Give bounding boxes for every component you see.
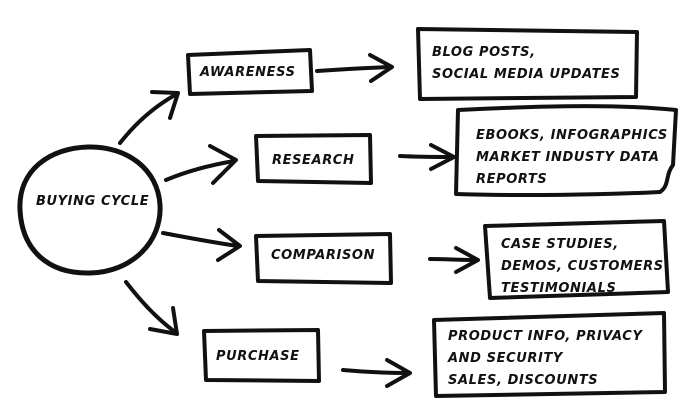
arrow-to-comparison [161, 228, 242, 262]
content-line: TESTIMONIALS [501, 281, 617, 296]
content-line: AND SECURITY [448, 351, 563, 366]
research-box [254, 133, 373, 185]
arrow-awareness-to-content [315, 53, 394, 83]
content-line: CASE STUDIES, [501, 237, 619, 252]
content-line: MARKET INDUSTY DATA [476, 150, 660, 165]
comparison-content-box [483, 219, 670, 300]
content-line: PRODUCT INFO, PRIVACY [448, 329, 643, 344]
purchase-content: PRODUCT INFO, PRIVACY AND SECURITY SALES… [448, 326, 642, 392]
awareness-content-box [416, 27, 639, 101]
buying-cycle-circle [17, 144, 163, 276]
stage-label-research: RESEARCH [272, 153, 355, 168]
purchase-content-box [432, 311, 667, 398]
content-line: SOCIAL MEDIA UPDATES [432, 67, 621, 82]
arrow-comparison-to-content [428, 246, 480, 274]
content-line: EBOOKS, INFOGRAPHICS [476, 128, 668, 143]
content-line: DEMOS, CUSTOMERS [501, 259, 664, 274]
arrow-purchase-to-content [341, 358, 412, 388]
awareness-box [186, 48, 314, 96]
research-content: EBOOKS, INFOGRAPHICS MARKET INDUSTY DATA… [476, 125, 668, 191]
arrow-to-purchase [124, 280, 179, 336]
center-label: BUYING CYCLE [36, 194, 150, 209]
arrow-research-to-content [398, 143, 456, 171]
comparison-content: CASE STUDIES, DEMOS, CUSTOMERS TESTIMONI… [501, 234, 664, 300]
awareness-content: BLOG POSTS, SOCIAL MEDIA UPDATES [432, 42, 621, 86]
arrow-to-awareness [118, 90, 180, 145]
content-line: REPORTS [476, 172, 548, 187]
content-line: SALES, DISCOUNTS [448, 373, 599, 388]
stage-label-purchase: PURCHASE [216, 349, 300, 364]
stage-label-awareness: AWARENESS [200, 65, 296, 80]
arrow-to-research [164, 144, 238, 185]
purchase-box [202, 328, 321, 383]
stage-label-comparison: COMPARISON [271, 248, 376, 263]
comparison-box [254, 232, 393, 285]
research-content-box [454, 104, 678, 198]
content-line: BLOG POSTS, [432, 45, 536, 60]
